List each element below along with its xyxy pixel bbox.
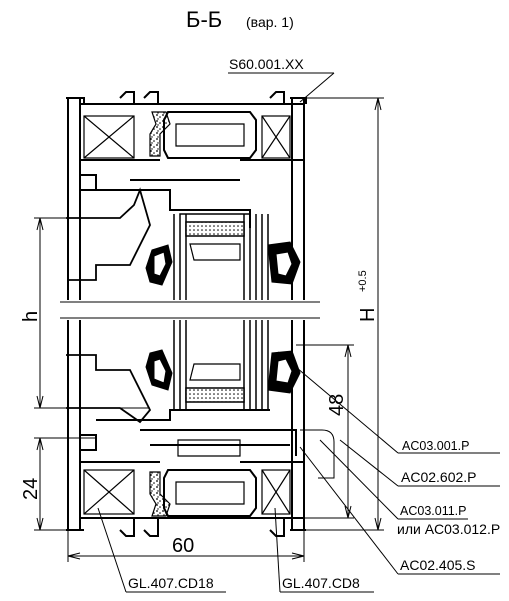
dimension-h: h <box>20 311 42 322</box>
callout-s60: S60.001.XX <box>229 56 304 72</box>
glazing-bead-left <box>66 187 152 424</box>
callout-ac03-011-line1: AC03.011.P <box>400 504 466 518</box>
dimension-H-tolerance: +0.5 <box>357 270 369 292</box>
break-line <box>52 300 322 320</box>
section-title: Б-Б <box>186 7 222 32</box>
callout-ac03-011-line2: или AC03.012.P <box>397 521 500 537</box>
dimension-lines <box>34 97 384 562</box>
glass-gasket-left <box>145 244 173 391</box>
gasket-bottom <box>149 471 171 517</box>
dimension-H: H <box>357 308 379 322</box>
dimension-48: 48 <box>326 394 348 416</box>
callout-leaders <box>97 72 500 593</box>
dimension-24: 24 <box>20 478 42 500</box>
thermal-insert-bottom-left <box>83 469 135 515</box>
callout-ac02-602: AC02.602.P <box>401 469 477 485</box>
thermal-insert-top-left <box>83 115 135 159</box>
callout-gl-cd8: GL.407.CD8 <box>282 575 360 591</box>
thermal-insert-top-right <box>261 115 291 159</box>
callout-gl-cd18: GL.407.CD18 <box>128 575 214 591</box>
thermal-insert-bottom-right <box>261 469 291 515</box>
callout-ac03-001: AC03.001.P <box>402 439 469 453</box>
callout-ac02-405: AC02.405.S <box>400 557 476 573</box>
glass-gasket-right <box>267 241 301 394</box>
section-variant: (вар. 1) <box>246 14 294 30</box>
sash-top-profile <box>96 111 257 228</box>
cover-profile-outline <box>300 429 335 479</box>
dimension-60: 60 <box>172 535 194 557</box>
gasket-top <box>149 111 171 157</box>
